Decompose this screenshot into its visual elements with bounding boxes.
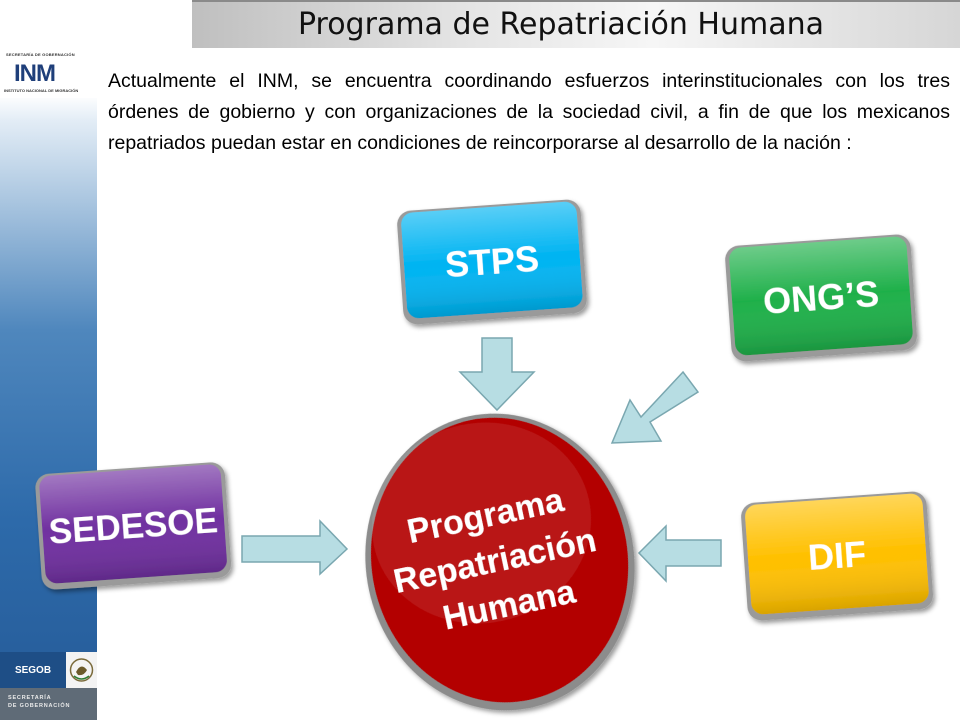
segob-subtitle: SECRETARÍA DE GOBERNACIÓN bbox=[8, 694, 70, 710]
arrow-stps-to-center bbox=[458, 337, 536, 412]
mexico-seal-icon bbox=[66, 652, 97, 688]
arrow-ongs-to-center bbox=[610, 370, 700, 444]
node-stps: STPS bbox=[397, 199, 587, 325]
node-sedesoe: SEDESOE bbox=[35, 462, 232, 590]
segob-logo: SEGOB SECRETARÍA DE GOBERNACIÓN bbox=[0, 652, 97, 720]
arrow-sedesoe-to-center bbox=[241, 519, 349, 576]
left-sidebar bbox=[0, 0, 97, 720]
node-dif: DIF bbox=[741, 491, 934, 621]
node-dif-label: DIF bbox=[807, 533, 868, 578]
node-ongs: ONG’S bbox=[725, 234, 917, 362]
inm-logo-top-text: SECRETARÍA DE GOBERNACIÓN bbox=[6, 52, 75, 57]
arrow-dif-to-center bbox=[637, 524, 722, 583]
segob-subtitle-line2: DE GOBERNACIÓN bbox=[8, 703, 71, 709]
segob-subtitle-line1: SECRETARÍA bbox=[8, 695, 52, 701]
node-ongs-label: ONG’S bbox=[762, 273, 881, 322]
title-bar: Programa de Repatriación Humana bbox=[192, 0, 960, 48]
node-stps-label: STPS bbox=[444, 238, 541, 285]
inm-logo-mark: INM bbox=[14, 60, 56, 87]
page-title: Programa de Repatriación Humana bbox=[297, 7, 825, 42]
intro-paragraph: Actualmente el INM, se encuentra coordin… bbox=[108, 70, 950, 154]
center-program-node: Programa Repatriación Humana bbox=[365, 413, 635, 711]
inm-logo: SECRETARÍA DE GOBERNACIÓN INM INSTITUTO … bbox=[0, 48, 97, 98]
segob-logo-text: SEGOB bbox=[0, 652, 66, 688]
inm-logo-bottom-text: INSTITUTO NACIONAL DE MIGRACIÓN bbox=[4, 88, 79, 93]
